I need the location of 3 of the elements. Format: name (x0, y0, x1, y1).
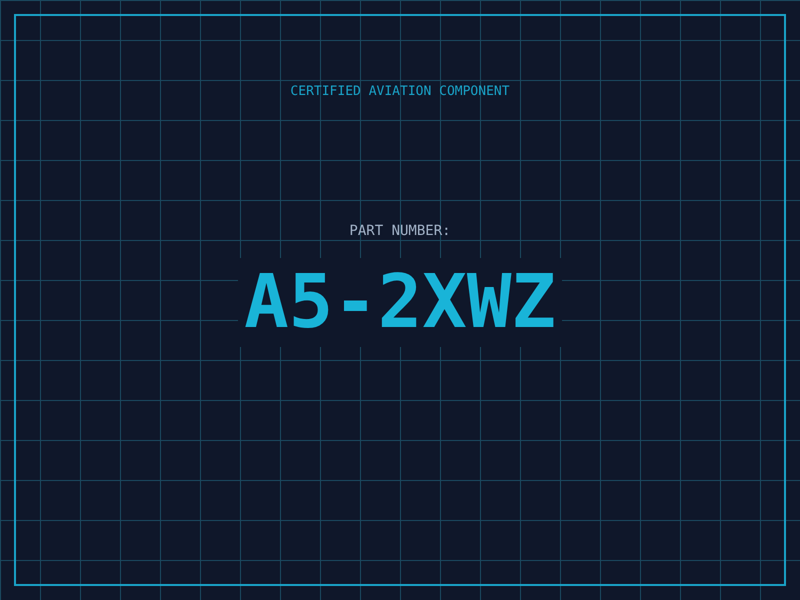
field-label: PART NUMBER: (349, 223, 451, 240)
part-number: A5-2XWZ (238, 258, 562, 347)
subtitle: CERTIFIED AVIATION COMPONENT (290, 84, 510, 100)
